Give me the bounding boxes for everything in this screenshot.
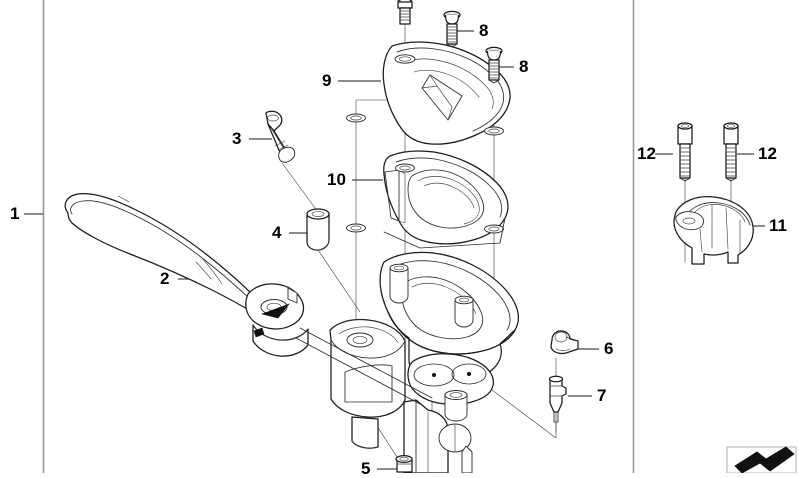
- part-4-bushing-sleeve: [306, 208, 330, 251]
- part-11-handlebar-clamp: [673, 195, 754, 265]
- part-5-lever-nut: [395, 454, 413, 473]
- part-9-reservoir-cover: [346, 41, 511, 145]
- master-cylinder-body: [379, 251, 519, 473]
- callout-9[interactable]: 9: [322, 71, 332, 90]
- callout-8-b[interactable]: 8: [519, 57, 529, 76]
- callout-5[interactable]: 5: [361, 459, 371, 478]
- part-12-clamp-bolts: [677, 122, 739, 182]
- callout-12-b[interactable]: 12: [758, 144, 777, 163]
- frame-borders: [42, 0, 635, 473]
- part-10-reservoir-housing: [346, 150, 509, 249]
- callout-8-a[interactable]: 8: [479, 21, 489, 40]
- callout-10[interactable]: 10: [327, 170, 346, 189]
- part-8-cover-screws: [397, 0, 503, 84]
- callout-6[interactable]: 6: [604, 339, 614, 358]
- handlebar-tube: [295, 327, 433, 405]
- callout-2[interactable]: 2: [160, 269, 170, 288]
- part-2-brake-hand-lever: [64, 192, 309, 357]
- callout-3[interactable]: 3: [232, 129, 242, 148]
- callout-11[interactable]: 11: [769, 216, 787, 235]
- lever-mount-block: [329, 318, 406, 449]
- callout-7[interactable]: 7: [597, 386, 607, 405]
- callout-1[interactable]: 1: [10, 204, 20, 223]
- part-7-bleeder-valve: [548, 375, 567, 433]
- callout-4[interactable]: 4: [272, 223, 282, 242]
- part-6-bleeder-cap: [550, 330, 579, 355]
- callout-12-a[interactable]: 12: [637, 144, 656, 163]
- corner-logo-mark: [726, 446, 797, 473]
- part-3-pivot-bolt: [265, 110, 296, 163]
